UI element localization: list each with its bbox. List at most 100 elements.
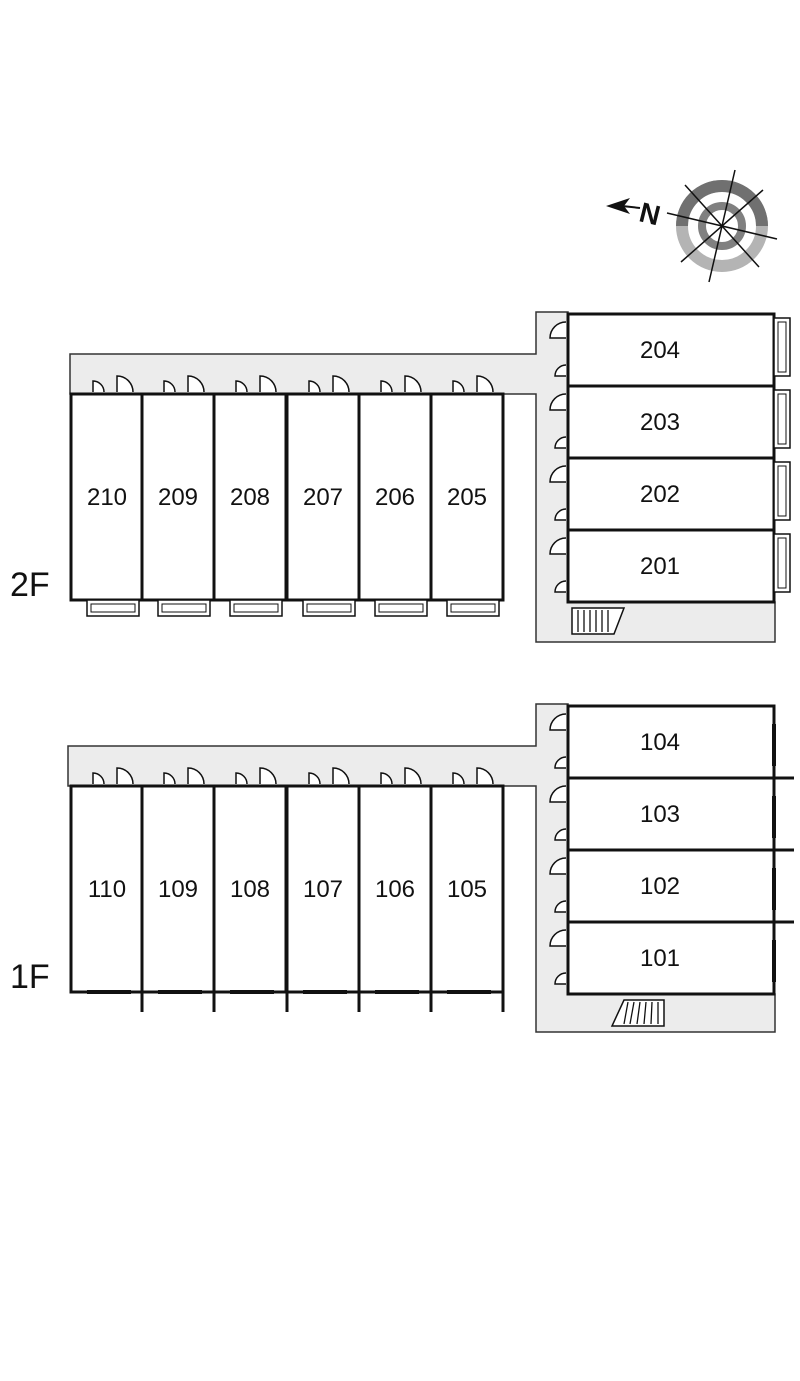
door-icon xyxy=(476,767,494,785)
unit-label-206: 206 xyxy=(375,484,415,511)
balcony-rail-204 xyxy=(777,321,787,373)
unit-206 xyxy=(357,392,433,602)
compass-inner-ring-icon xyxy=(698,202,746,250)
unit-label-101: 101 xyxy=(640,945,680,972)
unit-105 xyxy=(429,784,505,994)
unit-label-104: 104 xyxy=(640,729,680,756)
door-icon xyxy=(116,375,134,393)
unit-label-105: 105 xyxy=(447,876,487,903)
door-icon xyxy=(116,767,134,785)
unit-label-204: 204 xyxy=(640,337,680,364)
balcony-206 xyxy=(374,599,428,617)
door-icon xyxy=(554,580,567,593)
balcony-207 xyxy=(302,599,356,617)
door-icon xyxy=(549,537,567,555)
balcony-rail-203 xyxy=(777,393,787,445)
balcony-208 xyxy=(229,599,283,617)
door-icon xyxy=(404,767,422,785)
door-icon xyxy=(554,756,567,769)
balcony-202 xyxy=(773,461,791,521)
door-icon xyxy=(187,375,205,393)
door-icon xyxy=(554,828,567,841)
balcony-rail-210 xyxy=(90,603,136,613)
unit-label-210: 210 xyxy=(87,484,127,511)
balcony-210 xyxy=(86,599,140,617)
unit-label-202: 202 xyxy=(640,481,680,508)
door-icon xyxy=(554,972,567,985)
unit-label-209: 209 xyxy=(158,484,198,511)
door-icon xyxy=(549,857,567,875)
unit-106 xyxy=(357,784,433,994)
door-icon xyxy=(380,772,393,785)
door-icon xyxy=(235,772,248,785)
floor-label-1f: 1F xyxy=(10,958,50,996)
door-icon xyxy=(549,785,567,803)
balcony-rail-206 xyxy=(378,603,424,613)
door-icon xyxy=(549,393,567,411)
door-icon xyxy=(163,380,176,393)
unit-label-102: 102 xyxy=(640,873,680,900)
unit-204 xyxy=(566,312,776,388)
unit-210 xyxy=(69,392,145,602)
unit-207 xyxy=(285,392,361,602)
balcony-rail-201 xyxy=(777,537,787,589)
door-icon xyxy=(332,767,350,785)
unit-109 xyxy=(140,784,216,994)
compass-north-arrow-icon xyxy=(606,198,630,214)
door-icon xyxy=(259,375,277,393)
unit-label-107: 107 xyxy=(303,876,343,903)
door-icon xyxy=(549,929,567,947)
balcony-rail-209 xyxy=(161,603,207,613)
unit-label-106: 106 xyxy=(375,876,415,903)
door-icon xyxy=(476,375,494,393)
door-icon xyxy=(308,380,321,393)
unit-label-203: 203 xyxy=(640,409,680,436)
door-icon xyxy=(554,508,567,521)
door-icon xyxy=(452,380,465,393)
unit-102 xyxy=(566,848,776,924)
balcony-rail-207 xyxy=(306,603,352,613)
unit-label-208: 208 xyxy=(230,484,270,511)
balcony-205 xyxy=(446,599,500,617)
door-icon xyxy=(549,713,567,731)
door-icon xyxy=(259,767,277,785)
balcony-201 xyxy=(773,533,791,593)
stairs-2f-icon xyxy=(571,607,626,635)
unit-205 xyxy=(429,392,505,602)
balcony-rail-202 xyxy=(777,465,787,517)
unit-label-110: 110 xyxy=(88,876,126,903)
door-icon xyxy=(235,380,248,393)
door-icon xyxy=(187,767,205,785)
door-icon xyxy=(380,380,393,393)
door-icon xyxy=(554,364,567,377)
unit-104 xyxy=(566,704,776,780)
door-icon xyxy=(554,436,567,449)
balcony-209 xyxy=(157,599,211,617)
unit-label-103: 103 xyxy=(640,801,680,828)
door-icon xyxy=(92,380,105,393)
door-icon xyxy=(163,772,176,785)
balcony-203 xyxy=(773,389,791,449)
floor-label-2f: 2F xyxy=(10,566,50,604)
door-icon xyxy=(554,900,567,913)
door-icon xyxy=(404,375,422,393)
compass-rose: N xyxy=(606,169,778,283)
compass-dark-arc-icon xyxy=(676,180,768,227)
door-icon xyxy=(332,375,350,393)
balcony-rail-208 xyxy=(233,603,279,613)
unit-label-207: 207 xyxy=(303,484,343,511)
unit-label-109: 109 xyxy=(158,876,198,903)
balcony-rail-205 xyxy=(450,603,496,613)
unit-209 xyxy=(140,392,216,602)
balcony-204 xyxy=(773,317,791,377)
door-icon xyxy=(549,465,567,483)
door-icon xyxy=(308,772,321,785)
door-icon xyxy=(549,321,567,339)
unit-201 xyxy=(566,528,776,604)
unit-label-201: 201 xyxy=(640,553,680,580)
